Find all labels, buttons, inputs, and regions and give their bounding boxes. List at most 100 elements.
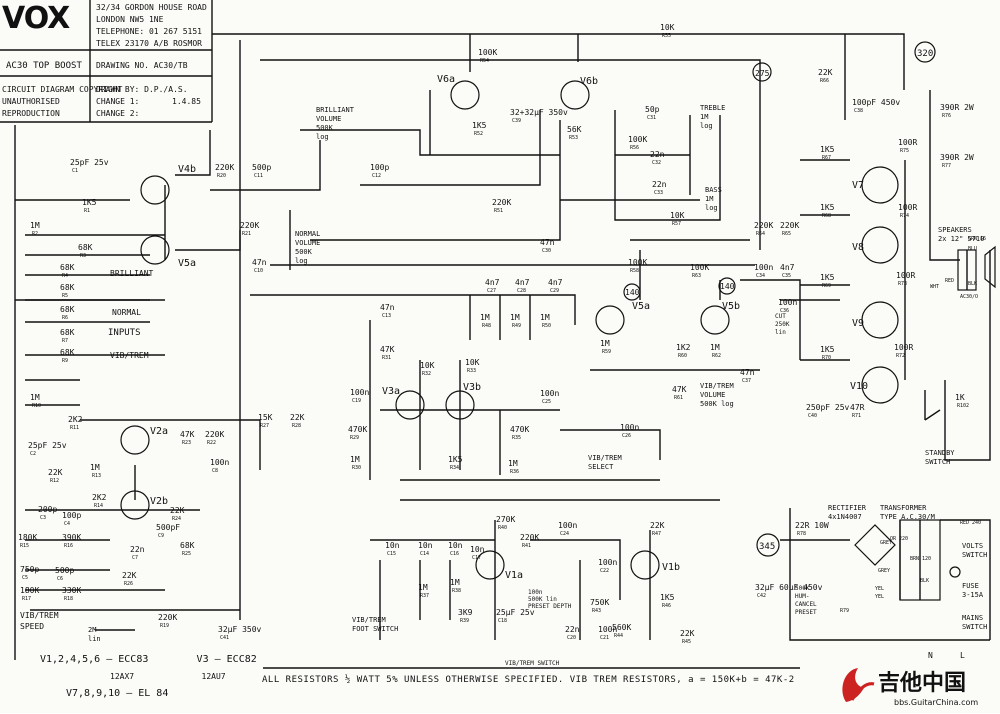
valves: V4b V5a V6a V6b V5a V5b V3a V3b V2a V2b …	[120, 74, 899, 581]
vib-trem-select-label-0: VIB/TREM	[588, 454, 622, 462]
component-ref: R59	[602, 349, 611, 355]
component-value: 220K	[215, 163, 234, 172]
node-345: 345	[759, 542, 775, 552]
component-ref: C15	[387, 551, 396, 557]
speakers-label-0: SPEAKERS	[938, 226, 972, 234]
transformer-tap-7: YEL	[875, 594, 884, 600]
component-ref: R74	[900, 213, 909, 219]
change-2: CHANGE 2:	[96, 109, 140, 118]
component-ref: R19	[160, 623, 169, 629]
component-ref: C18	[498, 618, 507, 624]
component-value: 22n	[130, 545, 145, 554]
valve-list-el84: V7,8,9,10 – EL 84	[66, 688, 169, 699]
component-value: 68K	[60, 263, 75, 272]
component-value: 56K	[567, 125, 582, 134]
component-value: 1K5	[820, 203, 835, 212]
component-value: 1K5	[820, 345, 835, 354]
brilliant-volume-label-0: BRILLIANT	[316, 106, 355, 114]
speakers-label-1: 2x 12" 5710	[938, 235, 984, 243]
component-value: 4n7	[780, 263, 795, 272]
component-ref: R46	[662, 603, 671, 609]
component-value: 180K	[20, 586, 39, 595]
component-value: 10K	[420, 361, 435, 370]
component-ref: R65	[782, 231, 791, 237]
standby-switch-label-0: STANDBY	[925, 449, 955, 457]
change-1-date: 1.4.85	[172, 97, 201, 106]
component-value: 220K	[754, 221, 773, 230]
component-ref: R30	[352, 465, 361, 471]
bass-label-0: BASS	[705, 186, 722, 194]
brilliant-label: BRILLIANT	[110, 269, 154, 278]
label-v1a: V1a	[505, 570, 523, 581]
hum-cancel-label-0: 500K	[795, 585, 810, 592]
transformer-tap-9: BLU	[968, 246, 977, 252]
transformer-tap-2: OR 220	[890, 536, 908, 542]
component-value: 47K	[672, 385, 687, 394]
component-ref: R3	[80, 253, 86, 259]
component-ref: C10	[254, 268, 263, 274]
valve-v4a: V4b	[140, 164, 196, 205]
component-ref: R54	[480, 58, 489, 64]
standby-switch-label-1: SWITCH	[925, 458, 950, 466]
component-value: 220K	[780, 221, 799, 230]
copyright-line-1: CIRCUIT DIAGRAM COPYRIGHT	[2, 85, 123, 94]
transformer-tap-6: BLK	[920, 578, 929, 584]
component-ref: R41	[522, 543, 531, 549]
node-320: 320	[917, 49, 933, 59]
component-value: 100n	[350, 388, 369, 397]
cut-label-1: 250K	[775, 321, 790, 328]
component-value: 100K	[628, 258, 647, 267]
component-value: 470K	[510, 425, 529, 434]
component-ref: R35	[512, 435, 521, 441]
bass-label-2: log	[705, 204, 718, 212]
component-value: 100R	[896, 271, 915, 280]
component-ref: R26	[124, 581, 133, 587]
component-value: 22K	[818, 68, 833, 77]
change-1: CHANGE 1:	[96, 97, 140, 106]
component-value: 22n	[650, 150, 665, 159]
component-ref: R48	[482, 323, 491, 329]
component-value: 250pF 25v	[806, 403, 850, 412]
section-labels: INPUTSBRILLIANTNORMALVIB/TREMVIB/TREMSPE…	[20, 104, 987, 667]
component-ref: C41	[220, 635, 229, 641]
brilliant-volume-label-3: log	[316, 133, 329, 141]
component-ref: R56	[630, 145, 639, 151]
valve-v3b: V3b	[445, 382, 481, 420]
transformer-tap-1: GREY	[880, 540, 892, 546]
drawn-by: DRAWN BY: D.P./A.S.	[96, 85, 188, 94]
vib-volume-label-0: VIB/TREM	[700, 382, 734, 390]
valve-v8: V8	[852, 226, 899, 264]
watermark-text-cn: 吉他中国	[878, 670, 966, 696]
component-value: 1M	[30, 221, 40, 230]
component-value: 220K	[158, 613, 177, 622]
valve-list-ecc83: V1,2,4,5,6 – ECC83	[40, 654, 149, 665]
component-value: 100n	[210, 458, 229, 467]
component-value: 2K2	[92, 493, 107, 502]
label-v3a: V3a	[382, 386, 400, 397]
component-ref: C40	[808, 413, 817, 419]
component-value: 22K	[48, 468, 63, 477]
